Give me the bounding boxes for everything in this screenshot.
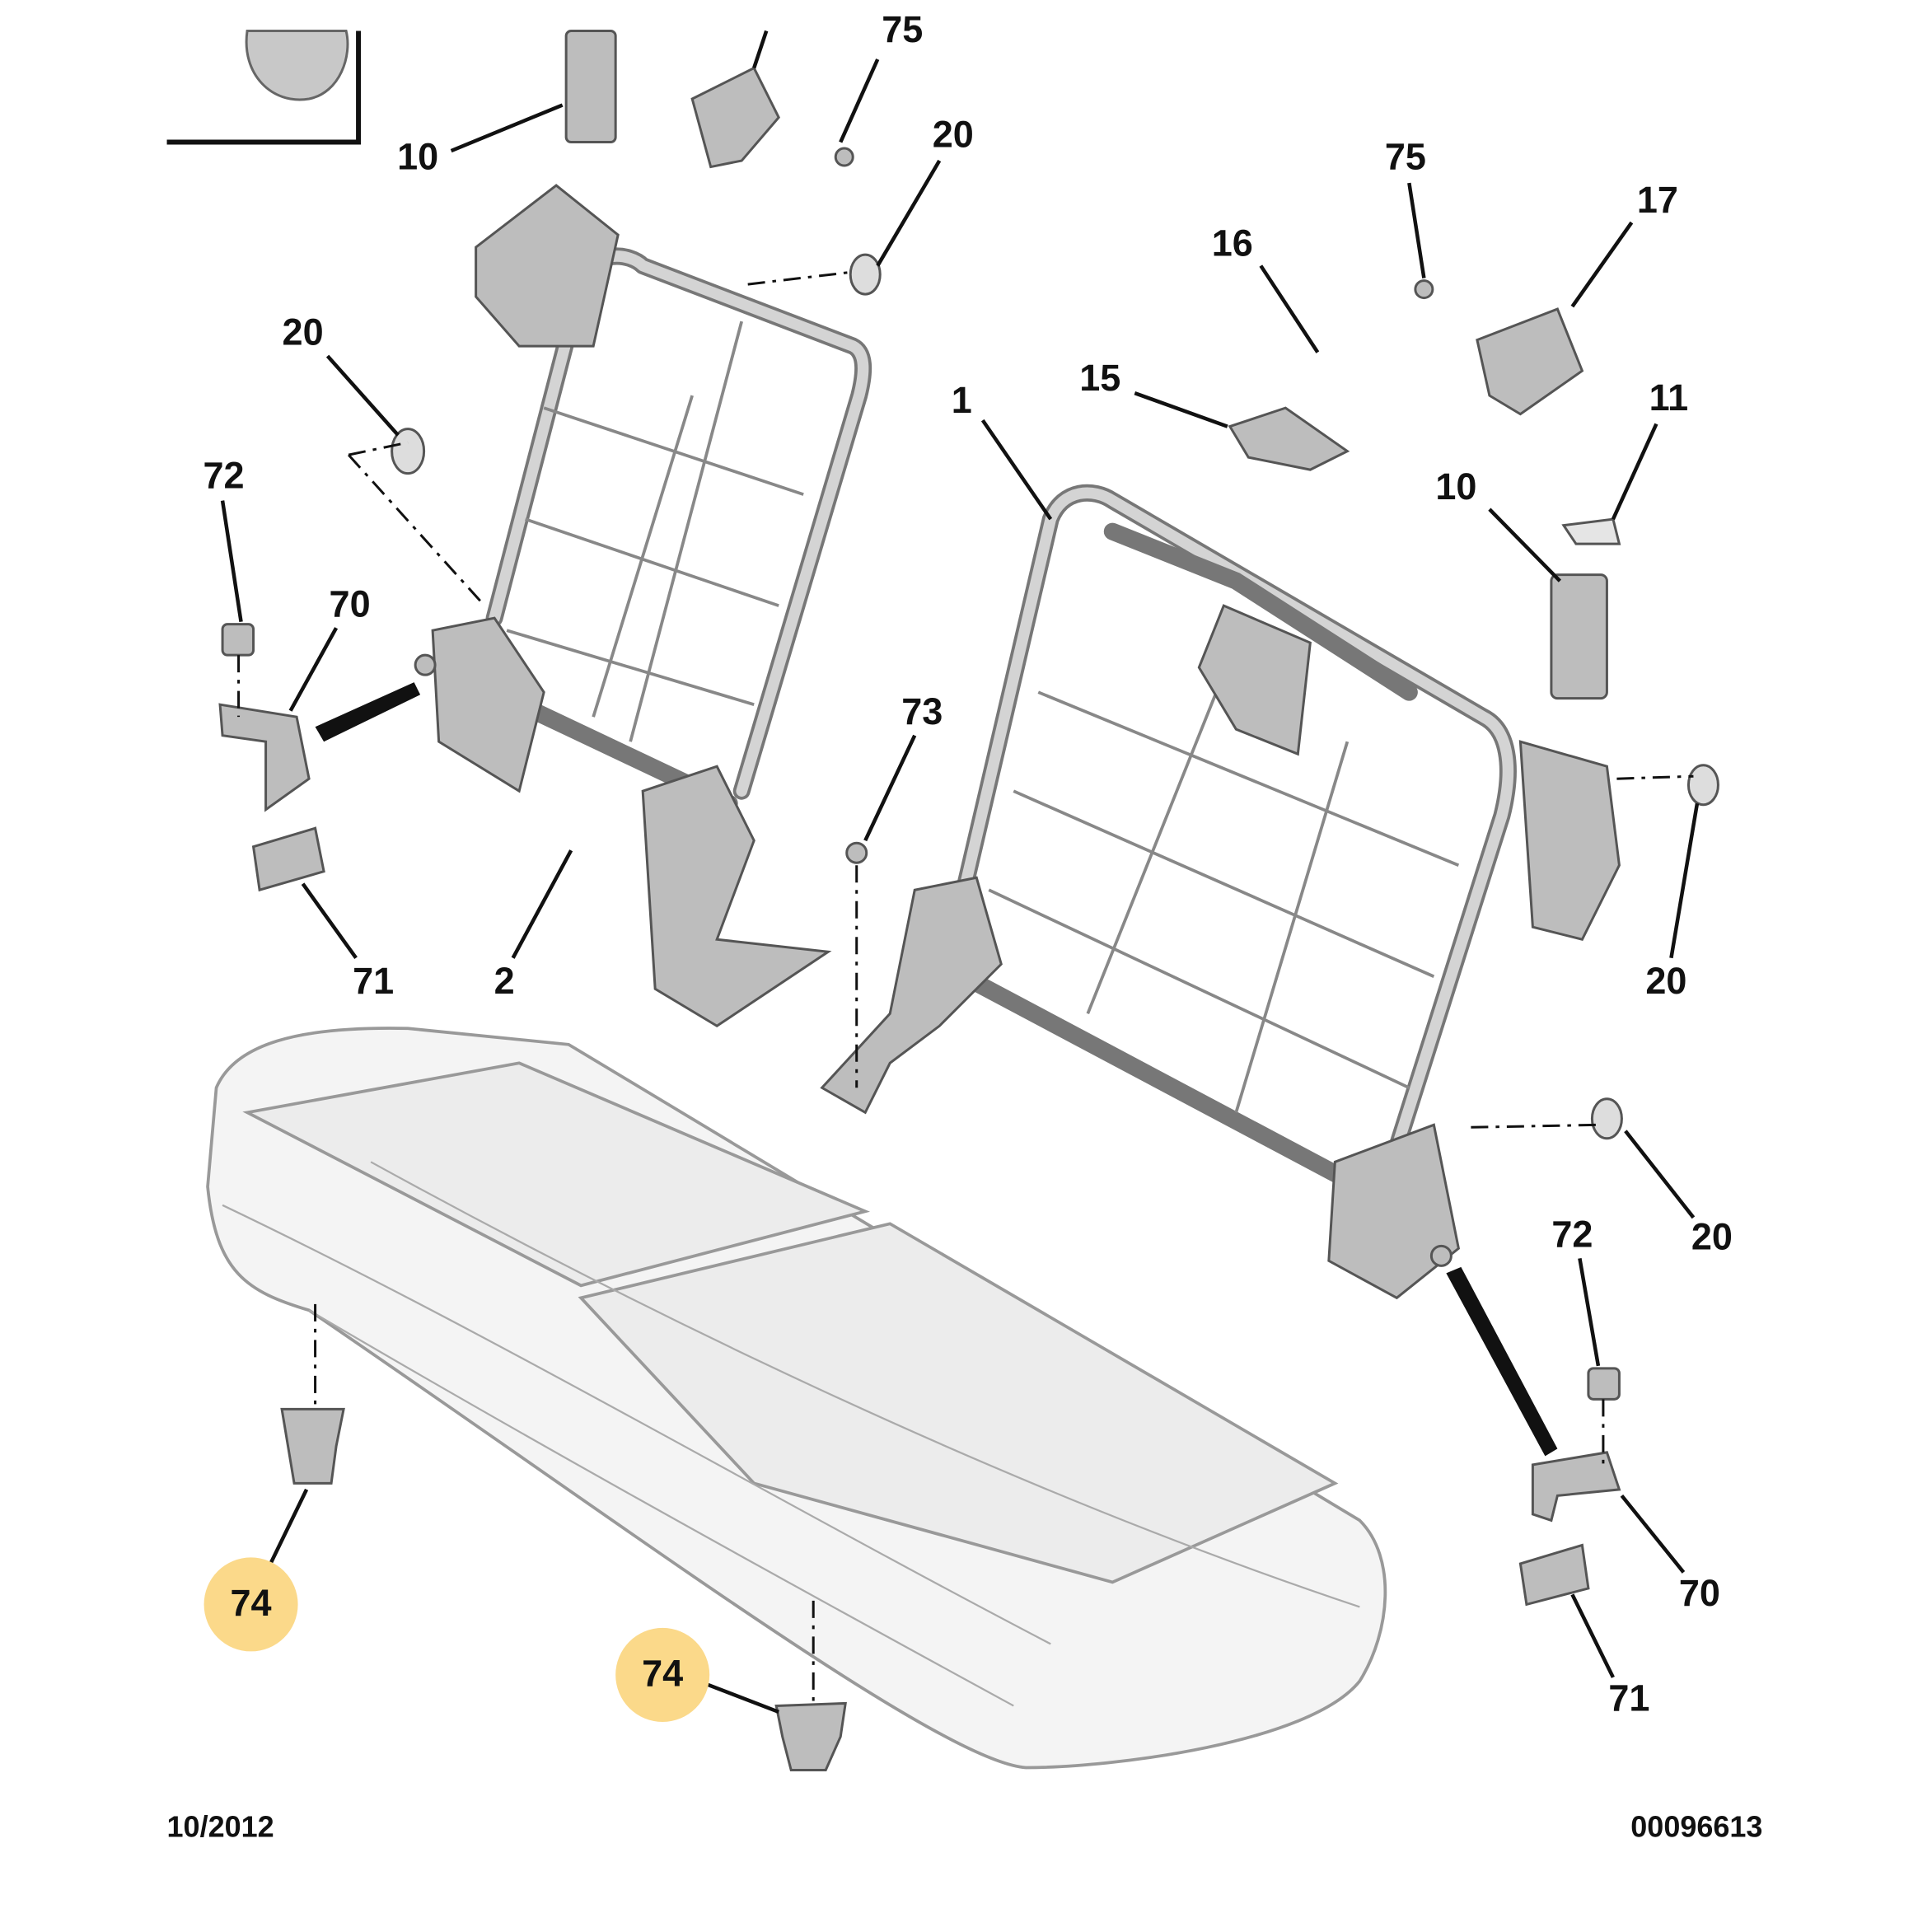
- highlight-74-left: [203, 1557, 298, 1652]
- footer-reference: 00096613: [1630, 1809, 1762, 1843]
- arrow-right: [1446, 1266, 1558, 1457]
- detail-inset: [166, 30, 362, 145]
- callout-11: 11: [1649, 377, 1689, 419]
- callout-74: 74: [231, 1582, 272, 1624]
- leader-lines: [220, 30, 1700, 1714]
- callout-2: 2: [494, 960, 515, 1002]
- callout-17: 17: [1637, 179, 1678, 221]
- callout-16: 16: [1212, 222, 1253, 264]
- footer-date: 10/2012: [167, 1809, 274, 1843]
- callout-74: 74: [642, 1652, 683, 1694]
- callout-15: 15: [1079, 357, 1120, 399]
- callout-10: 10: [1435, 465, 1476, 508]
- left-backrest-frame: [431, 184, 872, 1028]
- callout-72: 72: [203, 455, 245, 497]
- callout-1: 1: [952, 379, 972, 421]
- seat-cushion: [206, 1027, 1387, 1770]
- callout-20: 20: [1691, 1216, 1733, 1258]
- highlight-74-right: [615, 1627, 710, 1722]
- callout-20: 20: [283, 311, 324, 353]
- callout-10: 10: [397, 135, 438, 177]
- callout-20: 20: [1645, 960, 1686, 1002]
- callout-72: 72: [1551, 1214, 1593, 1256]
- arrow-left: [315, 682, 421, 742]
- callout-71: 71: [1608, 1677, 1649, 1719]
- callout-20: 20: [933, 113, 974, 155]
- callout-71: 71: [353, 960, 394, 1002]
- callout-70: 70: [1679, 1572, 1720, 1614]
- callout-70: 70: [330, 583, 371, 625]
- callout-labels: 10 75 20 75 17 16 15 1 11 10 20 72 70 73…: [203, 8, 1733, 1719]
- callout-73: 73: [901, 690, 943, 732]
- right-backrest-frame: [820, 484, 1621, 1300]
- callout-75: 75: [882, 8, 923, 50]
- callout-75: 75: [1385, 135, 1426, 177]
- small-parts: [218, 30, 1719, 1771]
